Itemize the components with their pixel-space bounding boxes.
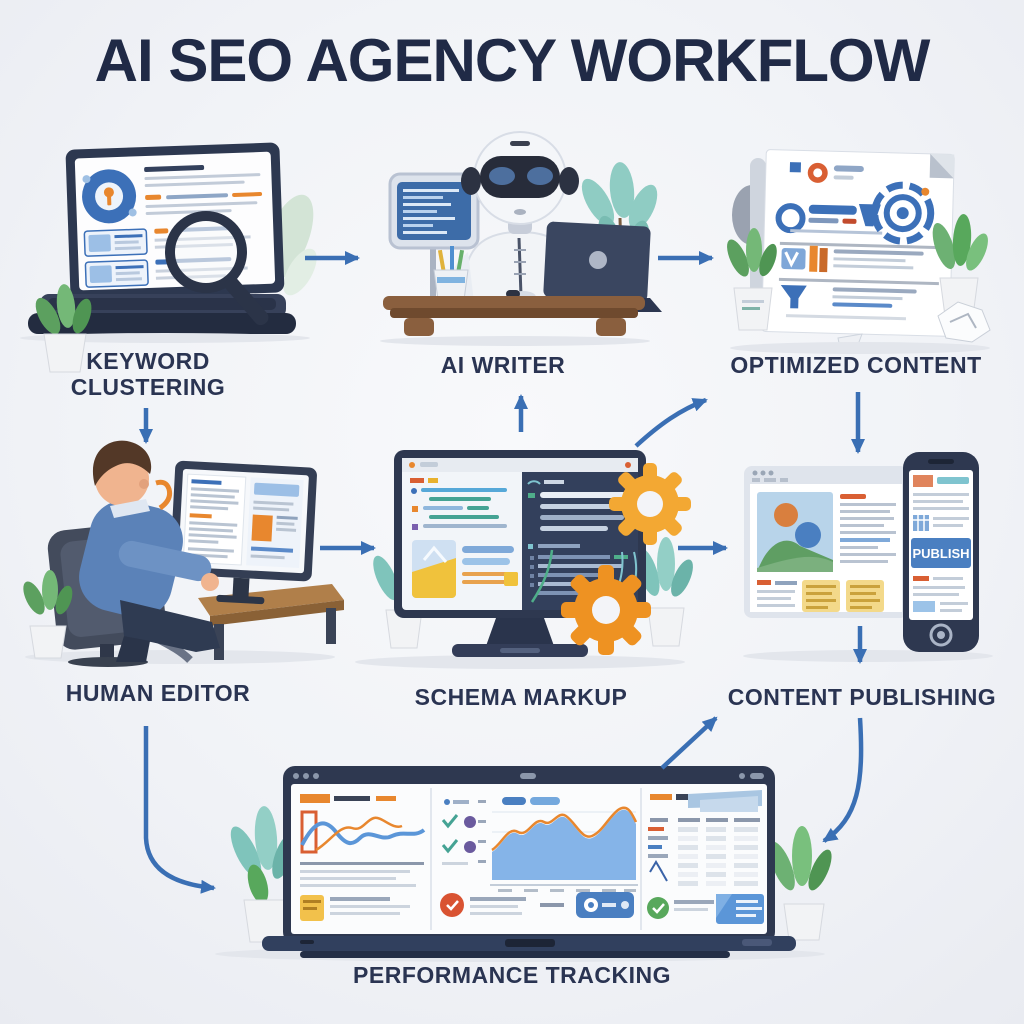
plant (932, 214, 988, 317)
label-human-editor: HUMAN EDITOR (65, 680, 251, 706)
schema-markup-illustration (355, 450, 693, 669)
pen-cup (433, 246, 469, 301)
gear-icon (561, 565, 651, 655)
desk (198, 584, 344, 660)
panel-traffic-chart (440, 797, 638, 918)
arrow-performance-tracking-to-content-publishing (660, 716, 718, 770)
target-icon (871, 181, 935, 245)
arrow-human-editor-to-performance-tracking (143, 726, 216, 894)
dashboard-laptop (262, 766, 796, 958)
content-publishing-illustration: PUBLISH (743, 452, 993, 662)
label-optimized-content: OPTIMIZED CONTENT (730, 352, 982, 378)
monitor (169, 460, 317, 605)
robot-visor (480, 156, 560, 198)
publish-banner (911, 538, 971, 568)
label-schema-markup: SCHEMA MARKUP (414, 684, 628, 710)
performance-tracking-illustration (215, 766, 832, 962)
keyword-clustering-illustration (20, 142, 317, 373)
code-panel-light (410, 478, 518, 598)
label-performance-tracking: PERFORMANCE TRACKING (353, 962, 671, 988)
plant (23, 570, 73, 659)
label-ai-writer: AI WRITER (440, 352, 566, 378)
ai-writer-illustration (380, 131, 662, 346)
plant (35, 284, 92, 373)
arrow-content-publishing-to-performance-tracking (822, 717, 864, 843)
gear-icon (609, 463, 691, 545)
panel-rankings-table (647, 790, 764, 924)
diagram-title: AI SEO AGENCY WORKFLOW (94, 27, 931, 94)
plant (727, 228, 777, 331)
plant (769, 826, 832, 941)
label-content-publishing: CONTENT PUBLISHING (727, 684, 997, 710)
optimized-content-illustration (727, 149, 991, 354)
smartphone: PUBLISH (903, 452, 979, 652)
browser-window (744, 466, 908, 618)
decor-squiggle (155, 479, 173, 511)
hero-image (757, 492, 833, 572)
workflow-arrows (139, 251, 867, 894)
home-button (929, 623, 953, 647)
label-keyword-clustering: KEYWORD CLUSTERING (70, 348, 226, 401)
human-editor-illustration (23, 440, 344, 667)
panel-report (300, 794, 426, 921)
magnifier-icon (165, 211, 269, 326)
person (79, 440, 220, 662)
area-chart (492, 809, 636, 880)
crumpled-paper (937, 301, 991, 343)
desk (380, 296, 650, 346)
publish-banner-text: PUBLISH (912, 546, 969, 561)
code-screen-gadget (388, 172, 480, 296)
laptop-screen (65, 142, 285, 300)
document (761, 149, 955, 337)
arrow-schema-markup-to-optimized-content (634, 397, 708, 448)
